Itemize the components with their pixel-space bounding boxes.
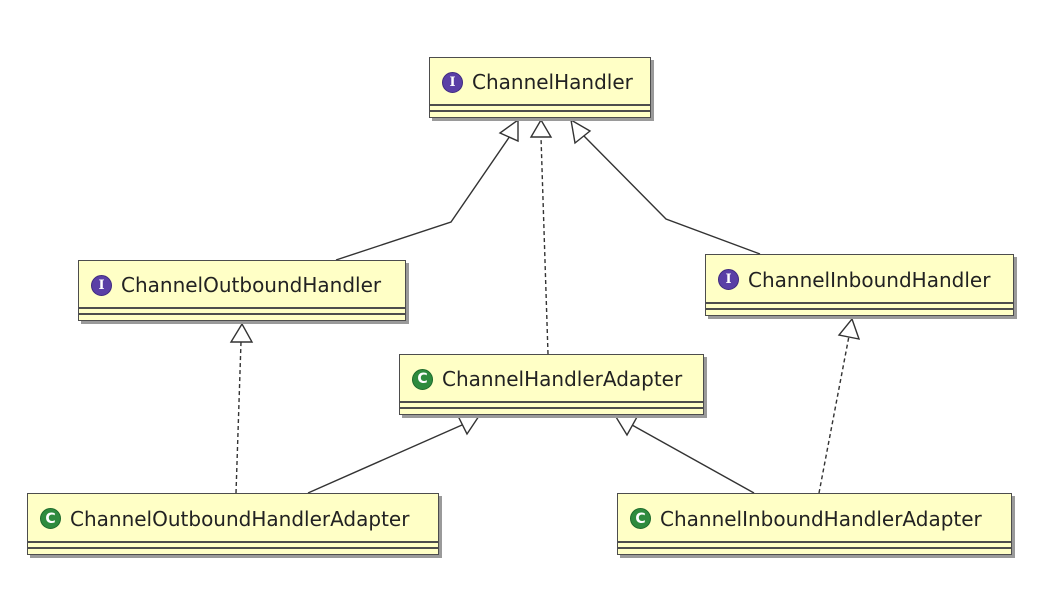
- operations-divider: [28, 547, 438, 549]
- arrowhead-inbound-adapter-to-inbound-handler: [837, 317, 861, 340]
- node-channel-handler-adapter[interactable]: C ChannelHandlerAdapter: [399, 354, 704, 415]
- operations-divider: [618, 547, 1011, 549]
- class-icon: C: [630, 508, 651, 529]
- attributes-divider: [28, 541, 438, 543]
- node-channel-inbound-handler-adapter[interactable]: C ChannelInboundHandlerAdapter: [617, 493, 1012, 555]
- attributes-divider: [400, 401, 703, 403]
- node-channel-outbound-handler[interactable]: I ChannelOutboundHandler: [78, 260, 406, 321]
- node-label: ChannelHandler: [472, 70, 633, 94]
- attributes-divider: [430, 104, 650, 106]
- arrowhead-outbound-adapter-to-outbound-handler: [229, 322, 254, 343]
- arrowhead-handler-adapter-to-channel-handler: [529, 118, 553, 138]
- arrowhead-inbound-handler-to-channel-handler: [570, 118, 592, 145]
- arrowhead-outbound-adapter-to-handler-adapter: [456, 415, 481, 436]
- node-label: ChannelInboundHandler: [748, 267, 991, 292]
- node-label: ChannelOutboundHandler: [121, 273, 382, 297]
- interface-icon: I: [718, 269, 739, 290]
- node-channel-inbound-handler[interactable]: I ChannelInboundHandler: [705, 254, 1014, 316]
- edge-inbound-adapter-to-inbound-handler: [818, 335, 850, 494]
- arrowhead-inbound-adapter-to-handler-adapter: [614, 416, 639, 437]
- node-label: ChannelOutboundHandlerAdapter: [70, 506, 410, 531]
- edge-inbound-handler-to-channel-handler: [582, 134, 761, 255]
- edge-handler-adapter-to-channel-handler: [540, 136, 549, 355]
- node-label: ChannelInboundHandlerAdapter: [660, 506, 982, 531]
- arrowhead-outbound-handler-to-channel-handler: [498, 118, 519, 143]
- edge-outbound-adapter-to-handler-adapter: [307, 424, 463, 494]
- class-icon: C: [412, 368, 433, 390]
- attributes-divider: [79, 307, 405, 309]
- node-label: ChannelHandlerAdapter: [442, 367, 683, 391]
- attributes-divider: [618, 541, 1011, 543]
- operations-divider: [79, 313, 405, 315]
- class-icon: C: [40, 508, 61, 529]
- edge-outbound-handler-to-channel-handler: [335, 135, 511, 261]
- attributes-divider: [706, 302, 1013, 304]
- operations-divider: [400, 407, 703, 409]
- node-channel-handler[interactable]: I ChannelHandler: [429, 57, 651, 118]
- edge-inbound-adapter-to-handler-adapter: [631, 424, 755, 494]
- operations-divider: [706, 308, 1013, 310]
- operations-divider: [430, 110, 650, 112]
- node-channel-outbound-handler-adapter[interactable]: C ChannelOutboundHandlerAdapter: [27, 493, 439, 555]
- interface-icon: I: [91, 274, 112, 296]
- edge-outbound-adapter-to-outbound-handler: [235, 341, 242, 494]
- interface-icon: I: [442, 71, 463, 93]
